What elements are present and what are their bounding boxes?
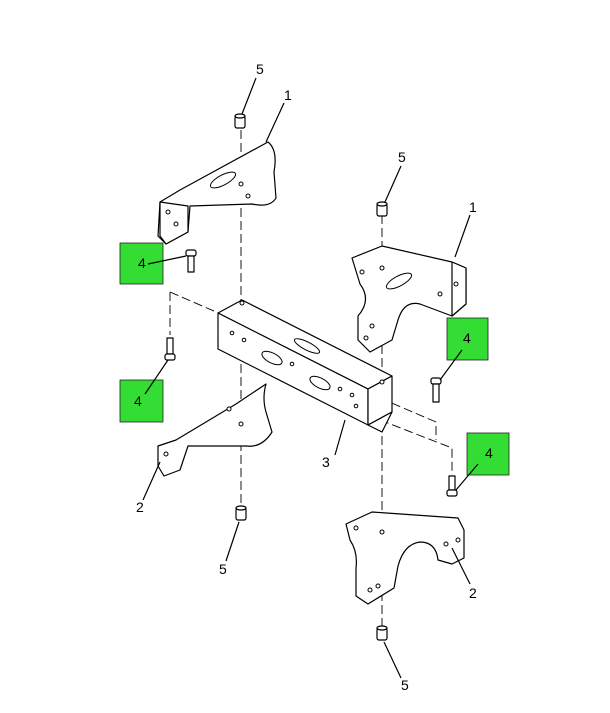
callout-crossmember: 3 bbox=[322, 454, 330, 470]
highlight-label: 4 bbox=[463, 330, 471, 346]
highlight-box[interactable] bbox=[119, 379, 164, 423]
nut-bottom-right bbox=[376, 625, 388, 641]
highlight-label: 4 bbox=[485, 445, 493, 461]
bolt-lower-left bbox=[164, 337, 176, 361]
callout-bracket-upper-right: 1 bbox=[469, 199, 477, 215]
bracket-upper-right bbox=[351, 245, 467, 353]
callout-nut-top-right: 5 bbox=[398, 149, 406, 165]
callout-bracket-upper-left: 1 bbox=[284, 87, 292, 103]
highlight-callout-bolt-lower-left[interactable]: 4 bbox=[119, 359, 169, 423]
highlight-label: 4 bbox=[138, 255, 146, 271]
callout-nut-bottom-left: 5 bbox=[219, 561, 227, 577]
bolt-upper-left bbox=[185, 249, 197, 273]
highlight-box[interactable] bbox=[446, 317, 489, 361]
bolt-lower-right bbox=[446, 475, 458, 497]
bolt-upper-right bbox=[430, 377, 442, 403]
callout-nut-bottom-right: 5 bbox=[401, 677, 409, 693]
highlight-box[interactable] bbox=[119, 242, 164, 285]
highlight-label: 4 bbox=[134, 393, 142, 409]
highlight-callout-bolt-lower-right[interactable]: 4 bbox=[455, 432, 510, 491]
bracket-lower-right bbox=[345, 511, 465, 605]
highlight-callout-bolt-upper-left[interactable]: 4 bbox=[119, 242, 187, 285]
nut-top-right bbox=[376, 201, 388, 217]
callout-labels: 5 1 5 1 3 2 5 2 5 bbox=[136, 61, 477, 693]
bracket-upper-left bbox=[157, 141, 277, 245]
nut-top-left bbox=[234, 113, 246, 129]
callout-bracket-lower-left: 2 bbox=[136, 499, 144, 515]
highlight-callout-bolt-upper-right[interactable]: 4 bbox=[439, 317, 489, 381]
crossmember bbox=[217, 299, 393, 433]
callout-bracket-lower-right: 2 bbox=[469, 585, 477, 601]
leader-lines bbox=[142, 77, 471, 679]
nut-bottom-left bbox=[235, 505, 247, 521]
bracket-lower-left bbox=[157, 383, 273, 477]
callout-nut-top-left: 5 bbox=[256, 61, 264, 77]
